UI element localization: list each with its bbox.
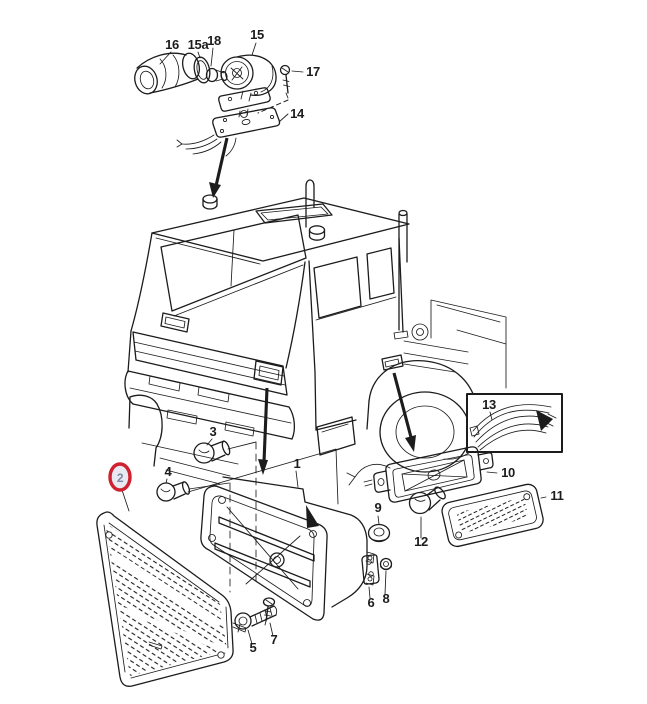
intake-stack: [398, 209, 408, 217]
callout-12[interactable]: 12: [414, 516, 428, 549]
svg-text:18: 18: [207, 33, 221, 48]
lens-plane: [187, 448, 339, 505]
part-3-bulb: [193, 440, 257, 464]
callouts: 2 1 3 4 5 6 7 8: [108, 27, 564, 655]
quarter-window: [366, 247, 395, 300]
callout-6[interactable]: 6: [368, 586, 375, 610]
part-17-screw: [257, 64, 291, 114]
part-13-wiring-harness: [469, 404, 557, 451]
part-2-lens: [96, 511, 247, 687]
svg-text:8: 8: [383, 591, 390, 606]
svg-text:5: 5: [250, 640, 257, 655]
svg-text:9: 9: [375, 500, 382, 515]
callout-17[interactable]: 17: [291, 64, 320, 79]
callout-15a[interactable]: 15a: [188, 37, 210, 59]
part-12-bulb: [408, 486, 446, 515]
svg-text:15: 15: [250, 27, 264, 42]
callout-8[interactable]: 8: [383, 570, 390, 606]
callout-15[interactable]: 15: [250, 27, 264, 56]
svg-text:13: 13: [482, 397, 496, 412]
callout-1[interactable]: 1: [294, 456, 301, 488]
door-handle: [393, 330, 409, 340]
front-wheel-arch: [128, 394, 163, 467]
part-7-screw: [262, 597, 276, 626]
part-15-lamp-body: [220, 54, 277, 102]
part-15a-ring: [193, 56, 211, 84]
svg-text:4: 4: [165, 464, 173, 479]
arrow-to-side-repeater: [392, 372, 416, 452]
wheel-arch: [368, 360, 479, 429]
svg-text:3: 3: [210, 424, 217, 439]
front-indicator-location: [253, 360, 284, 386]
lens-stud-left: [148, 641, 163, 650]
side-repeater-assembly: [346, 446, 544, 585]
callout-10[interactable]: 10: [486, 465, 515, 480]
repeater-wire: [346, 464, 391, 486]
door-window: [313, 256, 362, 319]
svg-text:1: 1: [294, 456, 301, 471]
arrow-to-roof-lamp: [209, 137, 229, 198]
roof-marker-lamp-left: [202, 194, 218, 210]
front-indicator-assembly: [156, 440, 375, 630]
callout-7[interactable]: 7: [269, 622, 278, 647]
callout-13[interactable]: 13: [482, 397, 496, 421]
grille: [132, 331, 288, 396]
part-8-nut: [379, 557, 393, 571]
rear-wheel: [379, 391, 471, 473]
windshield: [160, 214, 307, 312]
svg-text:11: 11: [550, 488, 563, 503]
front-marker-left: [160, 312, 190, 333]
part-5-bolt: [234, 605, 278, 630]
highlighted-callout-2[interactable]: 2: [108, 462, 132, 512]
side-marker-location: [381, 354, 404, 371]
roof-hatch: [255, 203, 333, 224]
exhaust-stack: [305, 179, 315, 228]
part-18-bulb: [205, 67, 228, 83]
svg-text:6: 6: [368, 595, 375, 610]
part-11-lens: [441, 483, 544, 548]
svg-text:17: 17: [306, 64, 320, 79]
svg-text:10: 10: [501, 465, 515, 480]
svg-text:12: 12: [414, 534, 428, 549]
part-10-housing: [346, 446, 494, 503]
lens-stud-right: [232, 622, 247, 633]
svg-text:15a: 15a: [188, 37, 210, 52]
callout-9[interactable]: 9: [375, 500, 382, 525]
part-14-bracket: [212, 87, 281, 138]
lamp-wires: [176, 134, 237, 157]
screw-17-dashed-leader: [257, 99, 289, 114]
callout-14[interactable]: 14: [278, 106, 305, 123]
callout-5[interactable]: 5: [247, 629, 257, 655]
arrow-to-front-indicator: [258, 387, 269, 475]
part-1-lamp-housing: [200, 476, 375, 621]
roof-lamp-assembly: [134, 52, 291, 198]
harness-box: [443, 393, 563, 460]
part-9-grommet: [367, 523, 391, 543]
part-16-lens-cone: [134, 52, 201, 95]
svg-text:7: 7: [271, 632, 278, 647]
step-box: [316, 416, 356, 456]
svg-text:14: 14: [290, 106, 305, 121]
callout-18[interactable]: 18: [207, 33, 221, 67]
callout-11[interactable]: 11: [540, 488, 564, 503]
chassis-lines: [403, 299, 507, 389]
roof-marker-lamp-right: [308, 225, 326, 241]
callout-3[interactable]: 3: [206, 424, 217, 446]
callout-2-label: 2: [117, 471, 124, 485]
callout-16[interactable]: 16: [159, 37, 179, 65]
callout-4[interactable]: 4: [165, 464, 173, 484]
svg-text:16: 16: [165, 37, 179, 52]
truck-cab: [124, 179, 507, 485]
